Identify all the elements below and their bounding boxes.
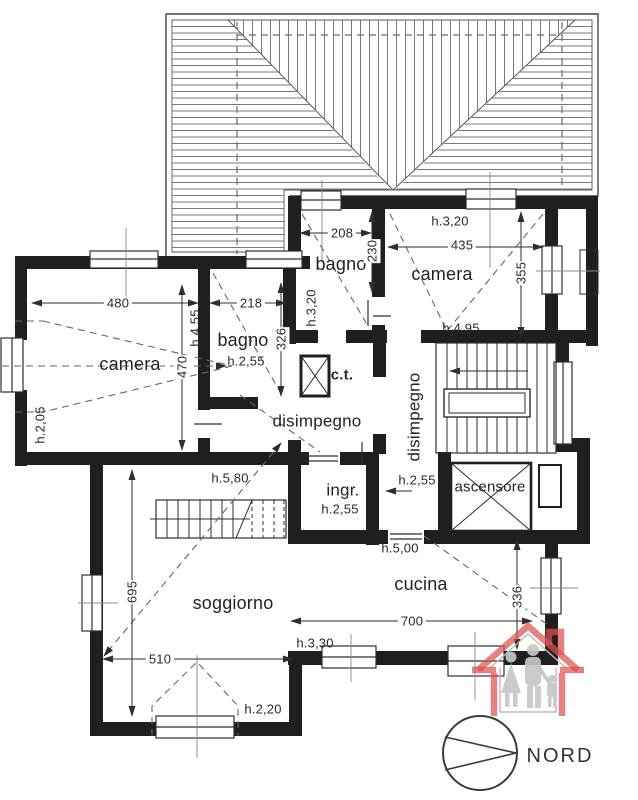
height-camera-top: h.3,20 [431, 213, 469, 229]
height-bay-window: h.2,20 [244, 701, 282, 717]
house-family-logo [472, 621, 584, 716]
room-label-ingresso: ingr. [326, 480, 360, 500]
height-disimpegno-right: h.2,55 [398, 472, 436, 488]
height-cucina-window: h.3,30 [296, 635, 334, 651]
axis-lines [78, 172, 600, 758]
height-camera-left-low: h.2,05 [32, 406, 48, 444]
window [300, 190, 342, 211]
main-staircase [435, 342, 557, 454]
dim-470: 470 [173, 354, 191, 380]
height-camera-top-low: h.4,95 [442, 320, 480, 336]
window [540, 557, 562, 615]
dim-695: 695 [123, 579, 141, 605]
room-label-camera-top: camera [411, 264, 473, 284]
north-arrow-icon [442, 715, 518, 791]
room-label-bagno-top: bagno [315, 254, 367, 274]
dim-326: 326 [272, 326, 290, 352]
door-openings [194, 300, 422, 540]
window [541, 245, 563, 295]
duct-shaft [538, 464, 562, 508]
window [155, 715, 235, 739]
dim-435: 435 [447, 238, 477, 252]
room-label-ascensore: ascensore [454, 478, 526, 496]
room-label-ct: c.t. [330, 366, 354, 384]
window [553, 361, 573, 445]
room-label-soggiorno: soggiorno [192, 593, 274, 613]
dim-700: 700 [397, 614, 427, 628]
room-label-camera-left: camera [99, 354, 161, 374]
window [0, 337, 24, 393]
window [89, 250, 159, 269]
height-ingresso: h.2,55 [321, 501, 359, 517]
dim-336: 336 [508, 584, 526, 610]
room-label-cucina: cucina [394, 574, 448, 594]
room-label-disimpegno-left: disimpegno [272, 411, 362, 431]
family-figures [501, 644, 557, 708]
dim-510: 510 [145, 652, 175, 666]
room-label-disimpegno-right: disimpegno [404, 372, 424, 462]
height-camera-left-mid: h.4,55 [187, 309, 203, 347]
window [245, 250, 303, 269]
elevator-shaft [449, 461, 533, 533]
dim-218: 218 [236, 296, 266, 310]
dim-230: 230 [363, 238, 381, 264]
dim-480: 480 [103, 296, 133, 310]
room-label-bagno-left: bagno [217, 330, 269, 350]
dim-355: 355 [512, 260, 530, 286]
compass-label: NORD [526, 745, 594, 767]
height-bagno-left: h.2,55 [227, 353, 265, 369]
height-bagno-top-side: h.3,20 [303, 289, 319, 327]
roof-hidden-lines [236, 22, 563, 254]
ct-box [299, 354, 331, 398]
dim-208: 208 [327, 226, 357, 240]
window [465, 188, 517, 210]
height-cucina: h.5,00 [381, 540, 419, 556]
window [321, 645, 377, 669]
windows [0, 188, 599, 739]
height-soggiorno-top: h.5,80 [211, 470, 249, 486]
roof-plan [165, 13, 599, 259]
